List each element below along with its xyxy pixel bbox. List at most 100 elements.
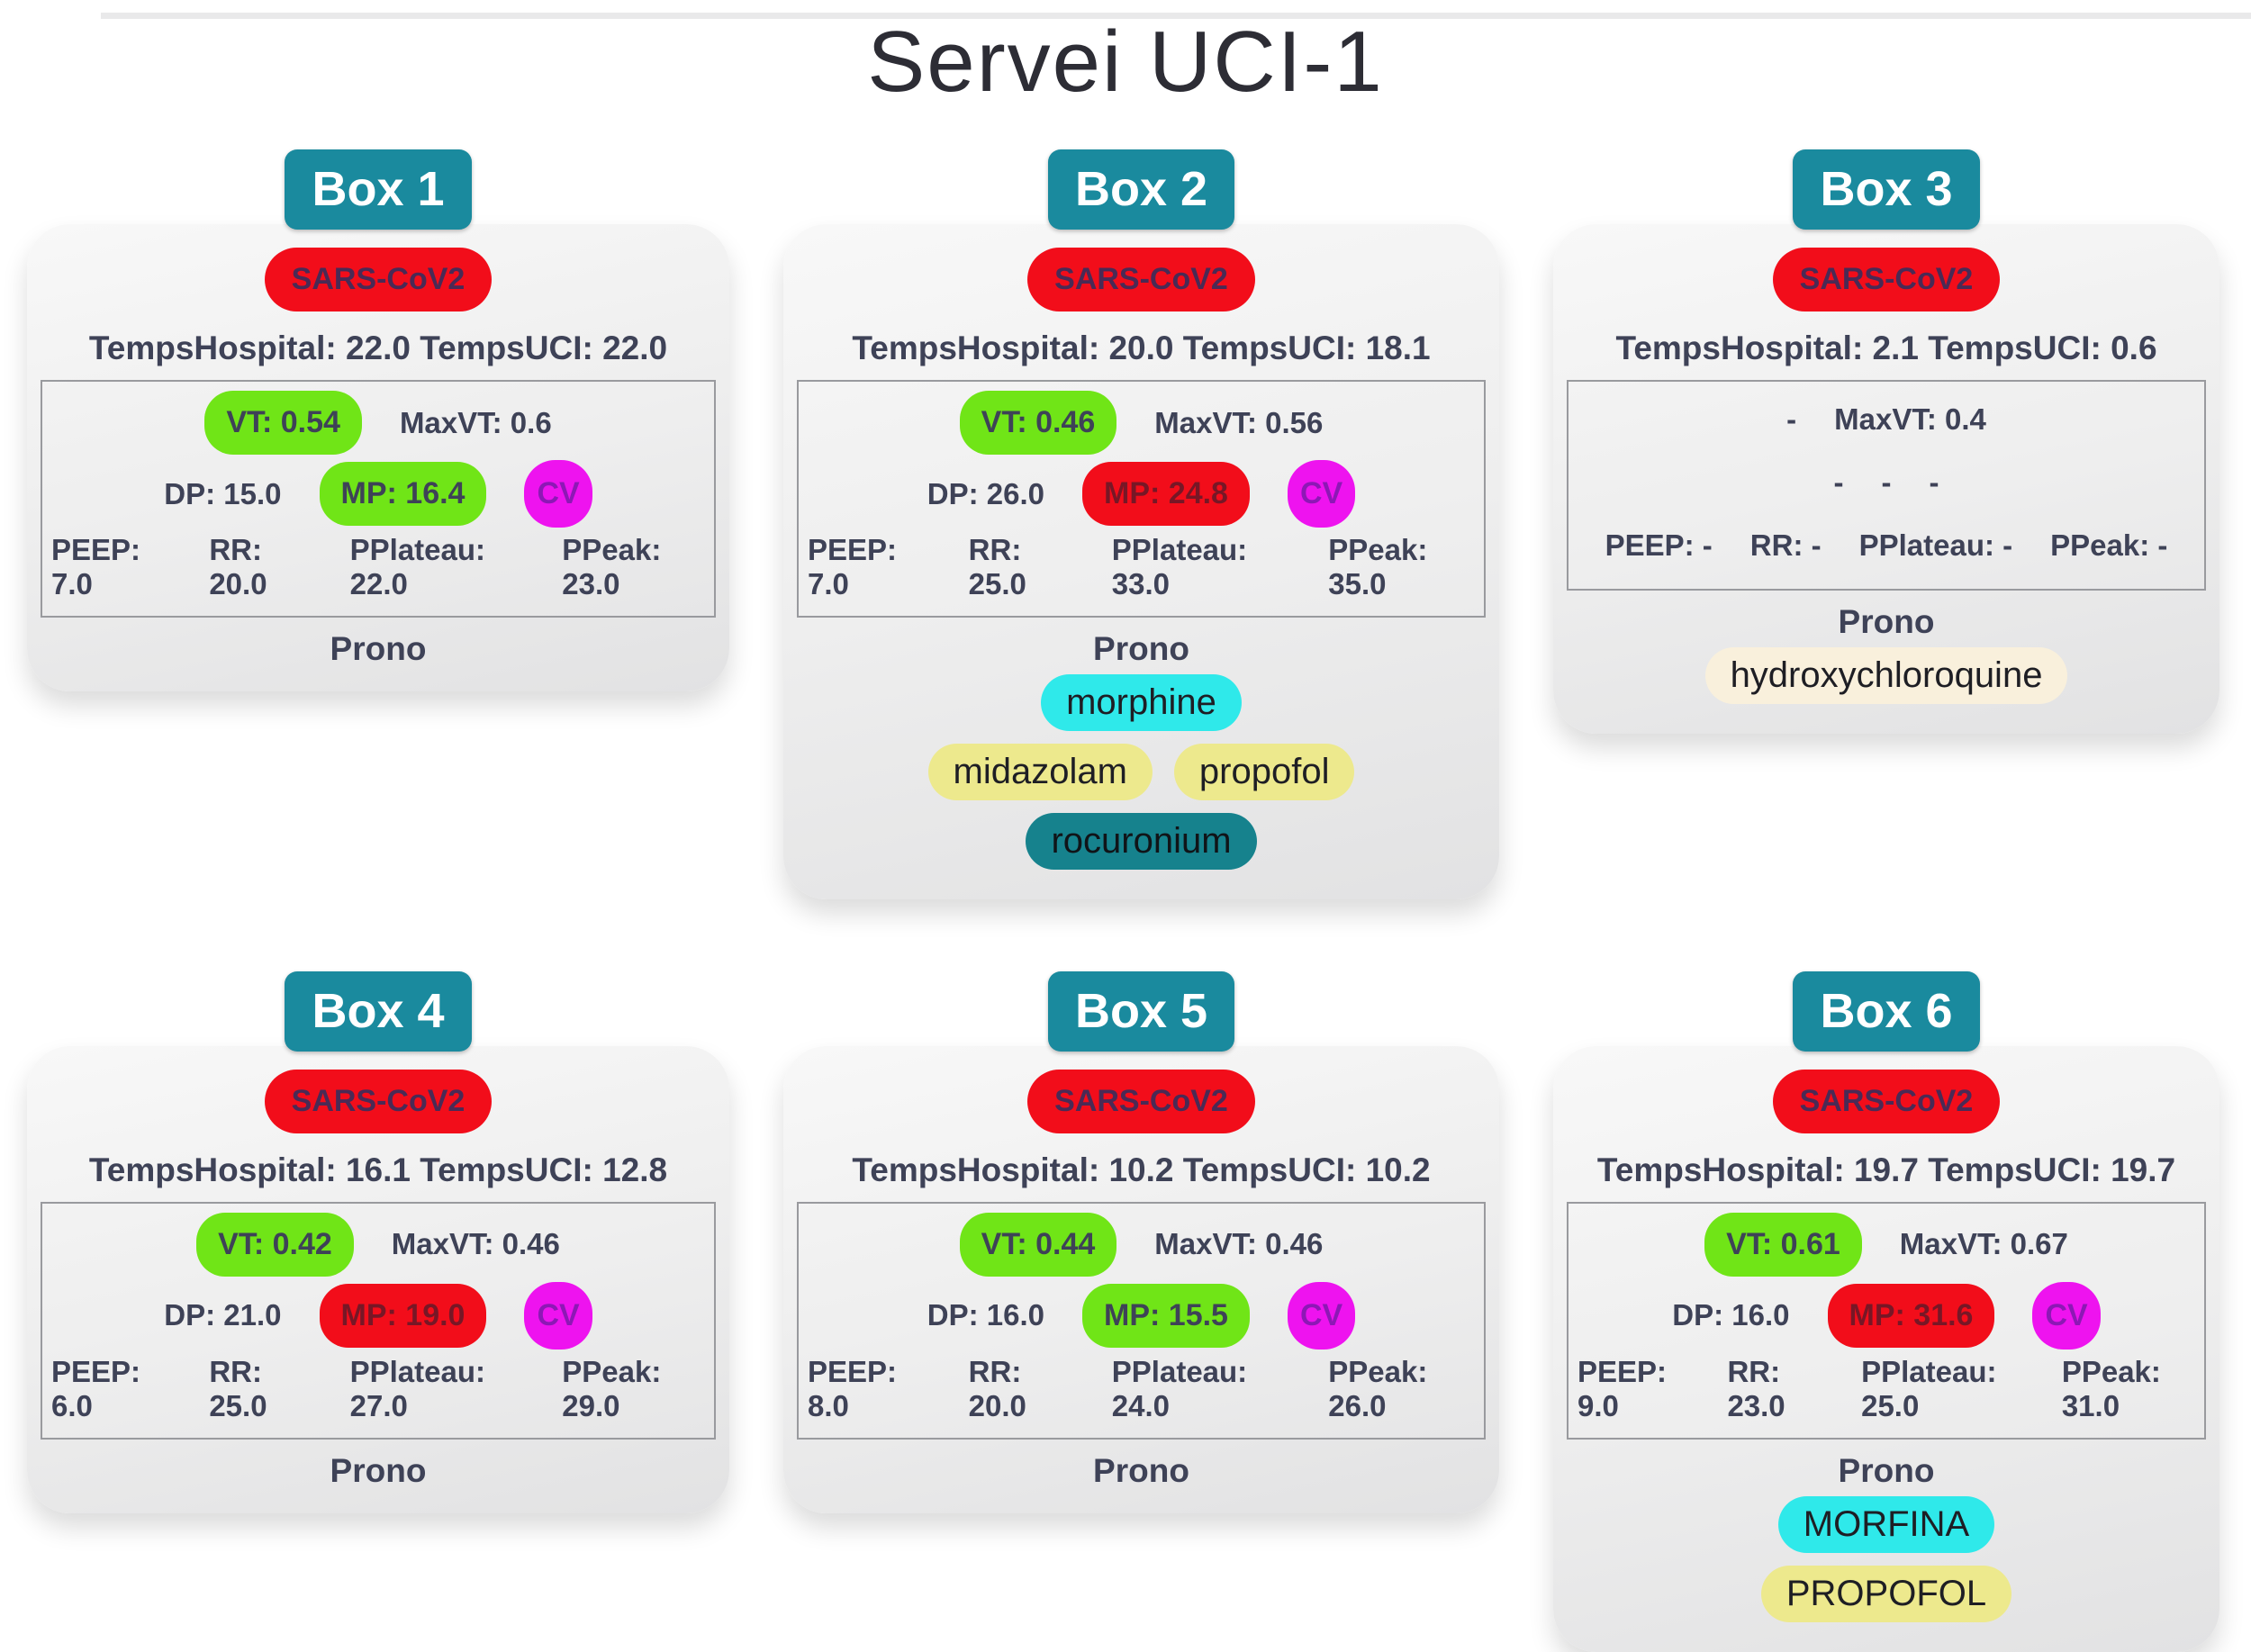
ventilation-panel: VT: 0.44 MaxVT: 0.46 DP: 16.0 MP: 15.5 C… (797, 1201, 1486, 1440)
patient-card[interactable]: SARS-CoV2 TempsHospital: 20.0 TempsUCI: … (783, 224, 1499, 900)
diagnosis-badge: SARS-CoV2 (1027, 248, 1255, 312)
dp-value: DP: 16.0 (927, 1298, 1045, 1332)
cv-chip: CV (524, 1281, 592, 1350)
medications-list: morphine midazolam propofol rocuronium (797, 668, 1486, 876)
ppeak-value: PPeak: 29.0 (562, 1354, 662, 1422)
medication-pill: propofol (1173, 744, 1355, 801)
box-title-badge[interactable]: Box 2 (1047, 149, 1235, 230)
box-title-badge[interactable]: Box 1 (285, 149, 472, 230)
box-title-badge[interactable]: Box 3 (1793, 149, 1980, 230)
pressure-row: DP: 15.0 MP: 16.4 CV (164, 460, 592, 528)
mp-chip: MP: 15.5 (1082, 1283, 1250, 1348)
patient-card[interactable]: SARS-CoV2 TempsHospital: 10.2 TempsUCI: … (783, 1045, 1499, 1513)
box-title-badge[interactable]: Box 4 (285, 971, 472, 1052)
vt-row: VT: 0.44 MaxVT: 0.46 (959, 1212, 1323, 1277)
ventilation-panel: VT: 0.46 MaxVT: 0.56 DP: 26.0 MP: 24.8 C… (797, 380, 1486, 618)
top-divider (101, 13, 2251, 19)
medication-pill: midazolam (927, 744, 1153, 801)
ventilation-panel: - MaxVT: 0.4 - - - PEEP: - RR: - PPlatea… (1567, 380, 2206, 591)
medication-pill: PROPOFOL (1760, 1565, 2012, 1622)
position-label: Prono (1093, 1451, 1189, 1489)
mp-chip: MP: 19.0 (319, 1283, 487, 1348)
mp-chip: - (1881, 465, 1892, 500)
maxvt-value: MaxVT: 0.56 (1154, 405, 1324, 439)
medication-pill: morphine (1041, 674, 1242, 732)
page-title: Servei UCI-1 (867, 14, 1384, 110)
diagnosis-badge: SARS-CoV2 (1772, 1069, 2001, 1133)
settings-row: PEEP: - RR: - PPlateau: - PPeak: - (1605, 517, 2168, 574)
medication-pill: MORFINA (1777, 1495, 1995, 1553)
rr-value: RR: - (1749, 528, 1822, 563)
pplateau-value: PPlateau: 22.0 (349, 533, 485, 601)
peep-value: PEEP: 7.0 (808, 533, 898, 601)
maxvt-value: MaxVT: 0.67 (1899, 1227, 2068, 1261)
settings-row: PEEP: 7.0 RR: 25.0 PPlateau: 33.0 PPeak:… (808, 533, 1475, 601)
medication-pill: rocuronium (1026, 813, 1257, 871)
position-label: Prono (1838, 1451, 1935, 1489)
vt-chip: VT: 0.44 (959, 1212, 1117, 1277)
mp-chip: MP: 16.4 (319, 462, 487, 527)
settings-row: PEEP: 8.0 RR: 20.0 PPlateau: 24.0 PPeak:… (808, 1355, 1475, 1423)
patient-card[interactable]: SARS-CoV2 TempsHospital: 16.1 TempsUCI: … (27, 1045, 729, 1513)
peep-value: PEEP: 7.0 (51, 533, 141, 601)
maxvt-value: MaxVT: 0.6 (399, 405, 552, 439)
vt-chip: VT: 0.46 (959, 391, 1117, 456)
diagnosis-badge: SARS-CoV2 (264, 1069, 493, 1133)
box-title-badge[interactable]: Box 5 (1047, 971, 1235, 1052)
cv-chip: CV (2032, 1281, 2101, 1350)
box-panel-2: Box 2 SARS-CoV2 TempsHospital: 20.0 Temp… (783, 149, 1499, 900)
patient-card[interactable]: SARS-CoV2 TempsHospital: 2.1 TempsUCI: 0… (1553, 224, 2219, 735)
box-panel-4: Box 4 SARS-CoV2 TempsHospital: 16.1 Temp… (27, 971, 729, 1513)
ppeak-value: PPeak: 31.0 (2061, 1354, 2161, 1422)
diagnosis-badge: SARS-CoV2 (1027, 1069, 1255, 1133)
rr-value: RR: 23.0 (1727, 1354, 1785, 1422)
pplateau-value: PPlateau: 25.0 (1861, 1354, 1997, 1422)
dp-value: - (1833, 465, 1844, 500)
ppeak-value: PPeak: - (2050, 528, 2168, 563)
position-label: Prono (1838, 603, 1935, 641)
dp-value: DP: 15.0 (164, 476, 282, 510)
temps-line: TempsHospital: 2.1 TempsUCI: 0.6 (1615, 329, 2157, 367)
mp-chip: MP: 31.6 (1827, 1283, 1995, 1348)
patient-card[interactable]: SARS-CoV2 TempsHospital: 19.7 TempsUCI: … (1553, 1045, 2219, 1652)
vt-row: VT: 0.61 MaxVT: 0.67 (1704, 1212, 2068, 1277)
rr-value: RR: 25.0 (968, 533, 1026, 601)
vt-row: - MaxVT: 0.4 (1786, 391, 1986, 448)
vt-chip: VT: 0.61 (1704, 1212, 1862, 1277)
maxvt-value: MaxVT: 0.4 (1834, 402, 1986, 437)
temps-line: TempsHospital: 16.1 TempsUCI: 12.8 (88, 1151, 668, 1188)
cv-chip: CV (1287, 1281, 1356, 1350)
patient-card[interactable]: SARS-CoV2 TempsHospital: 22.0 TempsUCI: … (27, 224, 729, 692)
ventilation-panel: VT: 0.61 MaxVT: 0.67 DP: 16.0 MP: 31.6 C… (1567, 1201, 2206, 1440)
vt-chip: VT: 0.42 (196, 1212, 354, 1277)
position-label: Prono (330, 630, 427, 668)
peep-value: PEEP: - (1605, 528, 1713, 563)
rr-value: RR: 20.0 (968, 1354, 1026, 1422)
maxvt-value: MaxVT: 0.46 (391, 1227, 560, 1261)
vt-row: VT: 0.42 MaxVT: 0.46 (196, 1212, 560, 1277)
ppeak-value: PPeak: 35.0 (1328, 533, 1428, 601)
vt-row: VT: 0.54 MaxVT: 0.6 (204, 391, 552, 456)
box-panel-5: Box 5 SARS-CoV2 TempsHospital: 10.2 Temp… (783, 971, 1499, 1513)
position-label: Prono (1093, 630, 1189, 668)
dp-value: DP: 21.0 (164, 1298, 282, 1332)
diagnosis-badge: SARS-CoV2 (1772, 248, 2001, 312)
medications-list: hydroxychloroquine (1567, 641, 2206, 710)
temps-line: TempsHospital: 10.2 TempsUCI: 10.2 (852, 1151, 1431, 1188)
settings-row: PEEP: 6.0 RR: 25.0 PPlateau: 27.0 PPeak:… (51, 1355, 705, 1423)
ventilation-panel: VT: 0.54 MaxVT: 0.6 DP: 15.0 MP: 16.4 CV… (41, 380, 716, 618)
boxes-grid: Box 1 SARS-CoV2 TempsHospital: 22.0 Temp… (0, 112, 2251, 1652)
box-panel-6: Box 6 SARS-CoV2 TempsHospital: 19.7 Temp… (1553, 971, 2219, 1652)
peep-value: PEEP: 9.0 (1578, 1354, 1668, 1422)
ventilation-panel: VT: 0.42 MaxVT: 0.46 DP: 21.0 MP: 19.0 C… (41, 1201, 716, 1440)
pressure-row: DP: 16.0 MP: 15.5 CV (927, 1281, 1356, 1350)
ppeak-value: PPeak: 26.0 (1328, 1354, 1428, 1422)
medication-pill: hydroxychloroquine (1704, 647, 2068, 705)
settings-row: PEEP: 9.0 RR: 23.0 PPlateau: 25.0 PPeak:… (1578, 1355, 2195, 1423)
pressure-row: - - - (1834, 454, 1939, 511)
dp-value: DP: 16.0 (1672, 1298, 1790, 1332)
vt-row: VT: 0.46 MaxVT: 0.56 (959, 391, 1324, 456)
peep-value: PEEP: 8.0 (808, 1354, 898, 1422)
box-title-badge[interactable]: Box 6 (1793, 971, 1980, 1052)
cv-chip: CV (524, 460, 592, 528)
